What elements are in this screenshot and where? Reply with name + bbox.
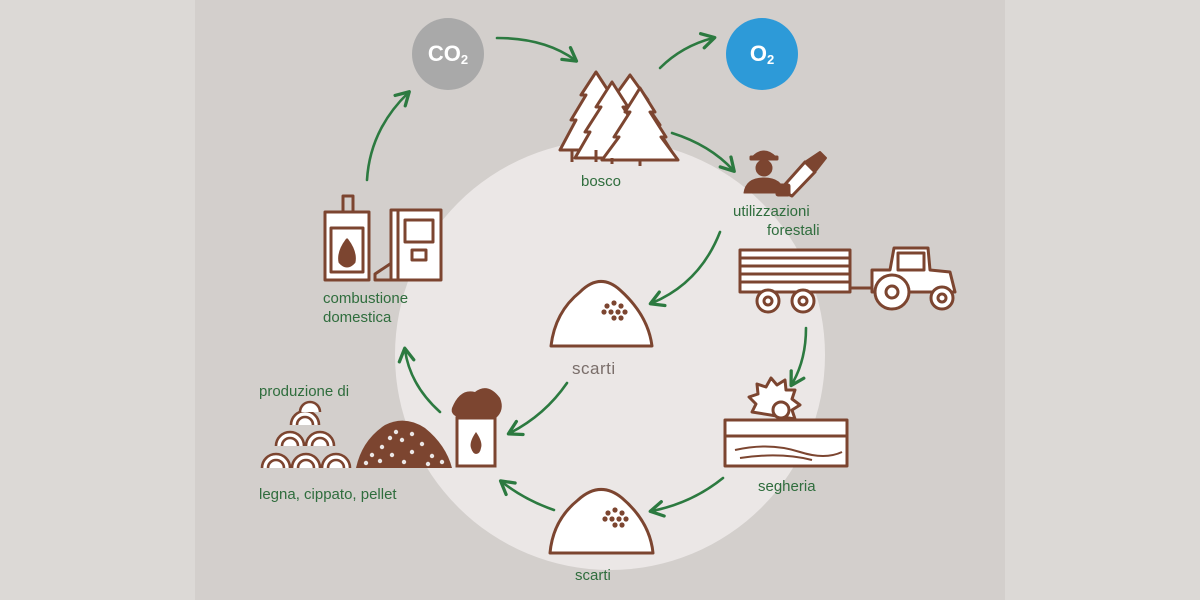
arrow-utilizzazioni-to-scarti (648, 230, 722, 308)
arrow-co2-to-bosco (495, 36, 579, 63)
co2-main-text: CO (427, 41, 461, 66)
cycle-arrows (365, 32, 808, 518)
tractor-trailer-icon (738, 246, 957, 314)
label-scarti-lower: scarti (575, 567, 611, 584)
label-combustione-line1: combustione (323, 290, 409, 307)
label-bosco: bosco (581, 173, 622, 190)
label-combustione-line2: domestica (323, 309, 392, 326)
label-utilizzazioni-line1: utilizzazioni (733, 203, 810, 220)
arrow-scarti-to-produzione (498, 479, 556, 512)
firewood-logs-icon (260, 400, 352, 469)
stove-icon (323, 194, 371, 282)
arrow-bosco-to-utilizzazioni (670, 131, 736, 173)
center-circle (395, 140, 825, 570)
label-utilizzazioni-line2: forestali (767, 222, 820, 239)
waste-pile-icon-lower (548, 488, 655, 555)
label-segheria: segheria (758, 478, 816, 495)
co2-sub-text: 2 (460, 51, 469, 67)
sawmill-icon (723, 376, 849, 468)
forest-icon (558, 70, 680, 166)
arrow-produzione-to-combustione (397, 346, 442, 414)
arrow-scarti-upper-to-pellet (506, 381, 569, 437)
waste-pile-icon-upper (549, 280, 654, 348)
arrow-segheria-to-scarti (648, 476, 725, 518)
pellet-bag-icon (451, 388, 502, 468)
wood-chips-icon (356, 420, 452, 468)
label-scarti-upper: scarti (572, 359, 616, 378)
arrow-tractor-to-segheria (789, 326, 808, 388)
forest-worker-chainsaw-icon (743, 150, 827, 198)
label-produzione-line1: produzione di (259, 383, 350, 400)
o2-sub-text: 2 (766, 51, 775, 67)
boiler-icon (373, 208, 443, 282)
arrow-combustione-to-co2 (365, 90, 411, 182)
label-produzione-line2: legna, cippato, pellet (259, 486, 397, 503)
o2-main-text: O (749, 41, 767, 66)
arrow-bosco-to-o2 (658, 32, 717, 70)
